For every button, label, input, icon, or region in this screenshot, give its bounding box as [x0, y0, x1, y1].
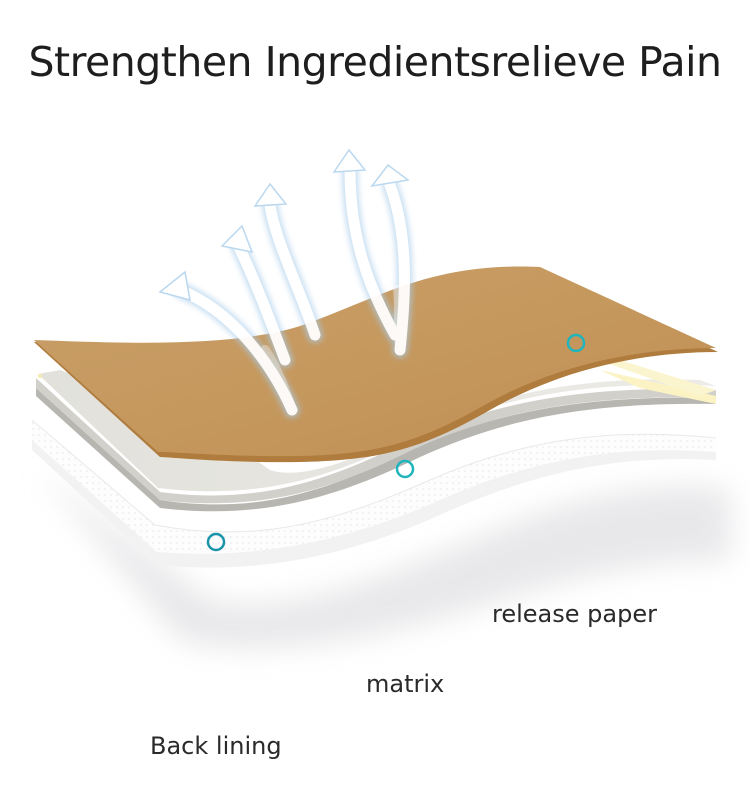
vapor-arrow-icon	[174, 284, 298, 416]
vapor-arrow-icon	[370, 163, 410, 188]
callout-marker-icon	[566, 333, 586, 353]
vapor-arrow-icon	[253, 182, 288, 207]
callout-marker-icon	[206, 532, 226, 552]
label-matrix: matrix	[366, 670, 445, 698]
release-paper-layer	[34, 266, 718, 463]
vapor-arrow-icon	[220, 224, 254, 254]
vapor-arrow-icon	[158, 270, 191, 302]
vapor-arrow-icon	[344, 164, 401, 341]
floor-shadow	[40, 470, 730, 649]
callout-marker-icon	[395, 459, 415, 479]
vapor-arrow-icon	[264, 199, 321, 341]
back-lining-layer	[31, 419, 717, 568]
label-back-lining: Back lining	[150, 732, 282, 760]
matrix-layer	[36, 360, 716, 512]
callout-back-lining	[206, 532, 226, 722]
vapor-arrow-icon	[232, 239, 291, 366]
callout-matrix	[395, 459, 415, 658]
vapor-arrow-icon	[332, 148, 367, 173]
label-release-paper: release paper	[492, 600, 657, 628]
vapor-arrow-icon	[384, 179, 410, 356]
vapor-arrows	[158, 148, 413, 418]
page-title: Strengthen Ingredientsrelieve Pain	[28, 38, 722, 86]
callout-release-paper	[566, 333, 586, 592]
